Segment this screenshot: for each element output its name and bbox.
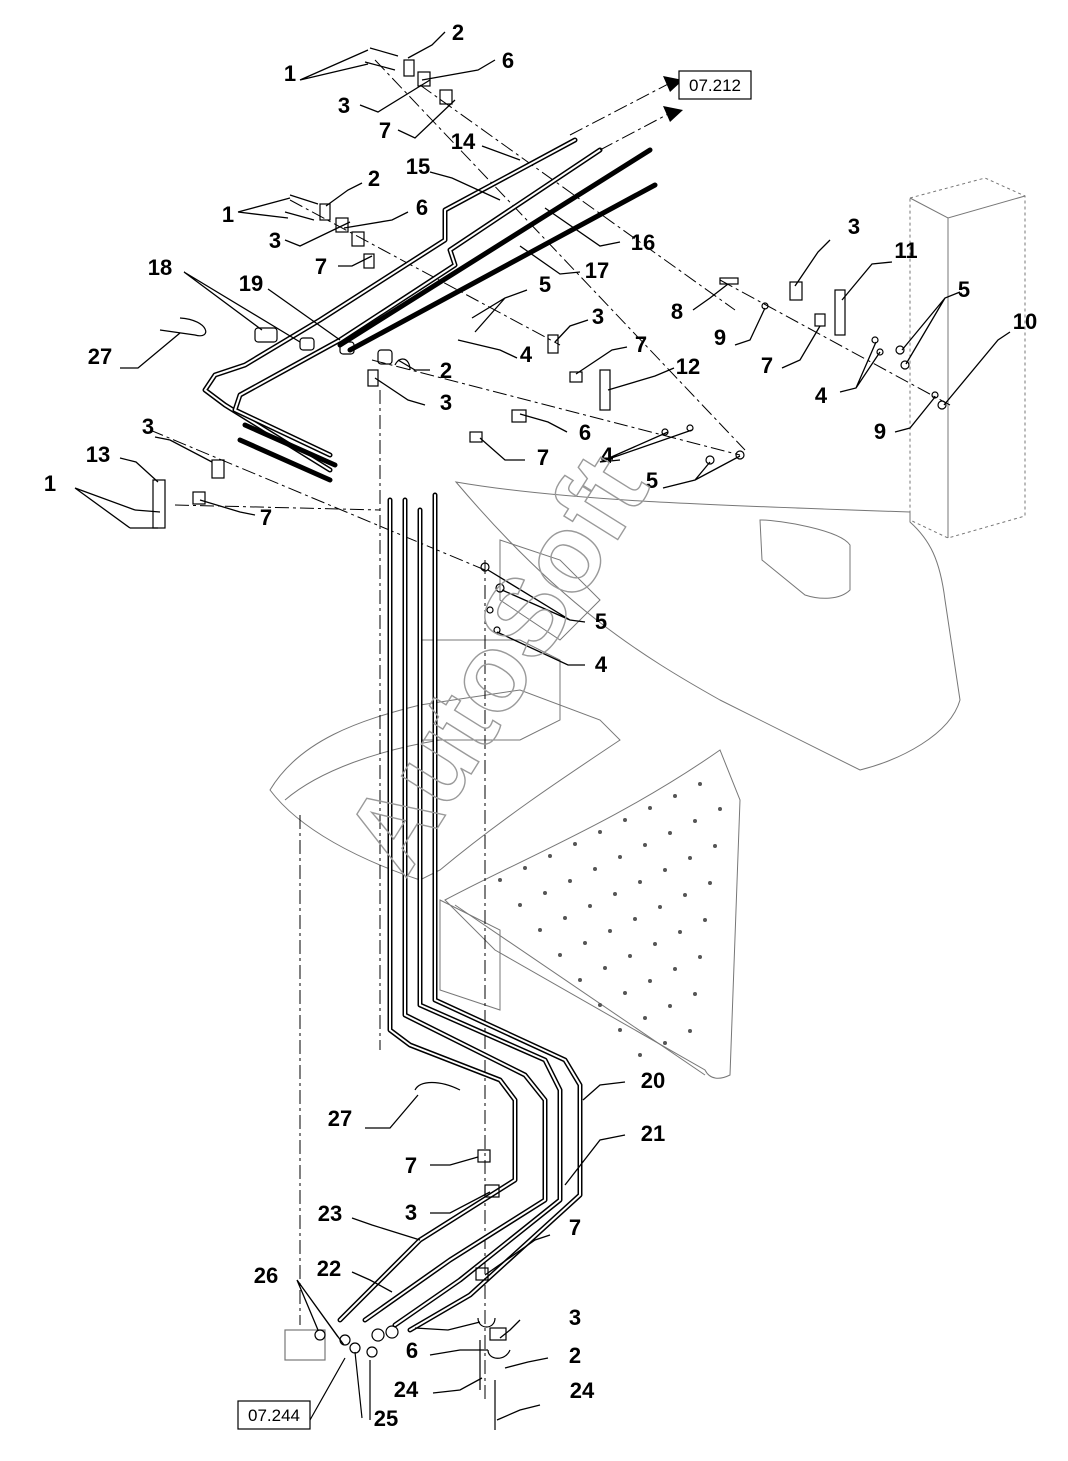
callout-9: 9 bbox=[714, 325, 726, 350]
callout-4: 4 bbox=[601, 443, 614, 468]
watermark: AutoSoft bbox=[321, 434, 671, 893]
callout-16: 16 bbox=[631, 230, 655, 255]
callout-2: 2 bbox=[569, 1343, 581, 1368]
hardware-parts bbox=[130, 47, 947, 1430]
callout-24: 24 bbox=[570, 1378, 595, 1403]
callout-5: 5 bbox=[539, 272, 551, 297]
callout-2: 2 bbox=[440, 358, 452, 383]
reference-text-bottom: 07.244 bbox=[248, 1406, 300, 1425]
callout-22: 22 bbox=[317, 1256, 341, 1281]
reference-text-top: 07.212 bbox=[689, 76, 741, 95]
callout-5: 5 bbox=[958, 277, 970, 302]
callout-8: 8 bbox=[671, 299, 683, 324]
callout-4: 4 bbox=[520, 342, 533, 367]
callout-25: 25 bbox=[374, 1406, 398, 1431]
callout-27: 27 bbox=[88, 344, 112, 369]
callout-14: 14 bbox=[451, 129, 476, 154]
callout-3: 3 bbox=[269, 228, 281, 253]
callout-5: 5 bbox=[646, 468, 658, 493]
callout-3: 3 bbox=[338, 93, 350, 118]
callout-3: 3 bbox=[405, 1200, 417, 1225]
callout-3: 3 bbox=[142, 414, 154, 439]
callout-7: 7 bbox=[761, 353, 773, 378]
callout-1: 1 bbox=[44, 471, 56, 496]
callout-7: 7 bbox=[635, 332, 647, 357]
callout-6: 6 bbox=[406, 1338, 418, 1363]
callout-20: 20 bbox=[641, 1068, 665, 1093]
callout-7: 7 bbox=[260, 505, 272, 530]
callout-11: 11 bbox=[894, 238, 917, 263]
callout-3: 3 bbox=[592, 304, 604, 329]
reference-box-bottom: 07.244 bbox=[237, 1400, 311, 1430]
leader-lines bbox=[74, 31, 1011, 1421]
callout-24: 24 bbox=[394, 1377, 419, 1402]
assembly-lines bbox=[149, 59, 951, 1400]
callout-27: 27 bbox=[328, 1106, 352, 1131]
callout-19: 19 bbox=[239, 271, 263, 296]
callout-7: 7 bbox=[537, 445, 549, 470]
callout-2: 2 bbox=[368, 166, 380, 191]
callout-2: 2 bbox=[452, 20, 464, 45]
grating-dots bbox=[498, 782, 722, 1057]
callout-4: 4 bbox=[595, 652, 608, 677]
callout-7: 7 bbox=[405, 1153, 417, 1178]
callout-15: 15 bbox=[406, 154, 430, 179]
reference-arrows bbox=[569, 76, 683, 151]
callout-6: 6 bbox=[416, 195, 428, 220]
callout-3: 3 bbox=[440, 390, 452, 415]
callout-1: 1 bbox=[284, 61, 296, 86]
callout-12: 12 bbox=[676, 354, 700, 379]
reference-box-top: 07.212 bbox=[678, 70, 752, 100]
callouts: 2 1 6 3 7 14 15 2 1 6 3 16 7 17 18 19 27… bbox=[44, 20, 1037, 1431]
machine-body bbox=[269, 177, 1026, 1079]
callout-21: 21 bbox=[641, 1121, 665, 1146]
callout-4: 4 bbox=[815, 383, 828, 408]
callout-13: 13 bbox=[86, 442, 110, 467]
callout-18: 18 bbox=[148, 255, 172, 280]
callout-3: 3 bbox=[569, 1305, 581, 1330]
callout-9: 9 bbox=[874, 419, 886, 444]
callout-7: 7 bbox=[569, 1215, 581, 1240]
callout-1: 1 bbox=[222, 202, 234, 227]
callout-6: 6 bbox=[502, 48, 514, 73]
callout-23: 23 bbox=[318, 1201, 342, 1226]
callout-7: 7 bbox=[315, 254, 327, 279]
callout-3: 3 bbox=[848, 214, 860, 239]
callout-6: 6 bbox=[579, 420, 591, 445]
callout-17: 17 bbox=[585, 258, 609, 283]
callout-7: 7 bbox=[379, 118, 391, 143]
pipes bbox=[202, 137, 658, 1333]
callout-10: 10 bbox=[1013, 309, 1037, 334]
callout-26: 26 bbox=[254, 1263, 278, 1288]
callout-5: 5 bbox=[595, 609, 607, 634]
